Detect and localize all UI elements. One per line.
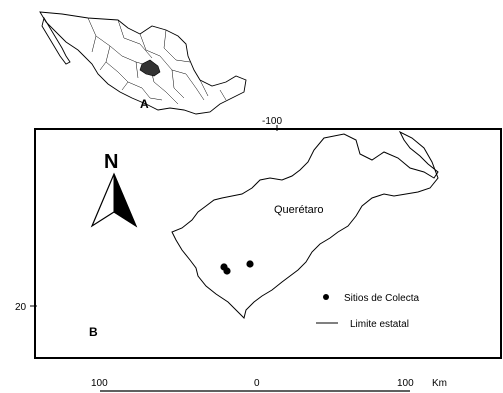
scale-middle-label: 0 (254, 378, 260, 389)
scale-right-label: 100 (397, 378, 414, 389)
legend-site-symbol (323, 294, 329, 300)
north-arrow-fill (113, 173, 138, 228)
queretaro-boundary (171, 130, 439, 319)
scale-left-label: 100 (91, 378, 108, 389)
scale-bar: 100 0 100 Km (91, 378, 447, 392)
collection-site-point (223, 267, 231, 275)
region-label: Querétaro (274, 204, 324, 216)
legend: Sitios de Colecta Limite estatal (316, 293, 419, 330)
scale-unit-label: Km (432, 378, 447, 389)
legend-sites-label: Sitios de Colecta (344, 293, 419, 304)
inset-map-mexico: A (39, 11, 247, 115)
state-divisions (87, 17, 227, 105)
map-label-b: B (89, 325, 98, 339)
longitude-tick-label: -100 (262, 116, 282, 127)
north-arrow: N (90, 151, 138, 228)
north-arrow-letter: N (104, 151, 118, 173)
collection-sites (220, 260, 254, 275)
mexico-outline (39, 11, 247, 115)
map-frame (34, 128, 502, 359)
collection-site-point (246, 260, 254, 268)
baja-peninsula (41, 16, 71, 65)
latitude-tick-label: 20 (15, 302, 27, 313)
highlighted-region (139, 59, 161, 77)
main-map: -100 20 N Querétaro Sitios de Colecta Li… (15, 116, 502, 359)
inset-label-a: A (140, 97, 149, 111)
legend-boundary-label: Limite estatal (350, 319, 409, 330)
